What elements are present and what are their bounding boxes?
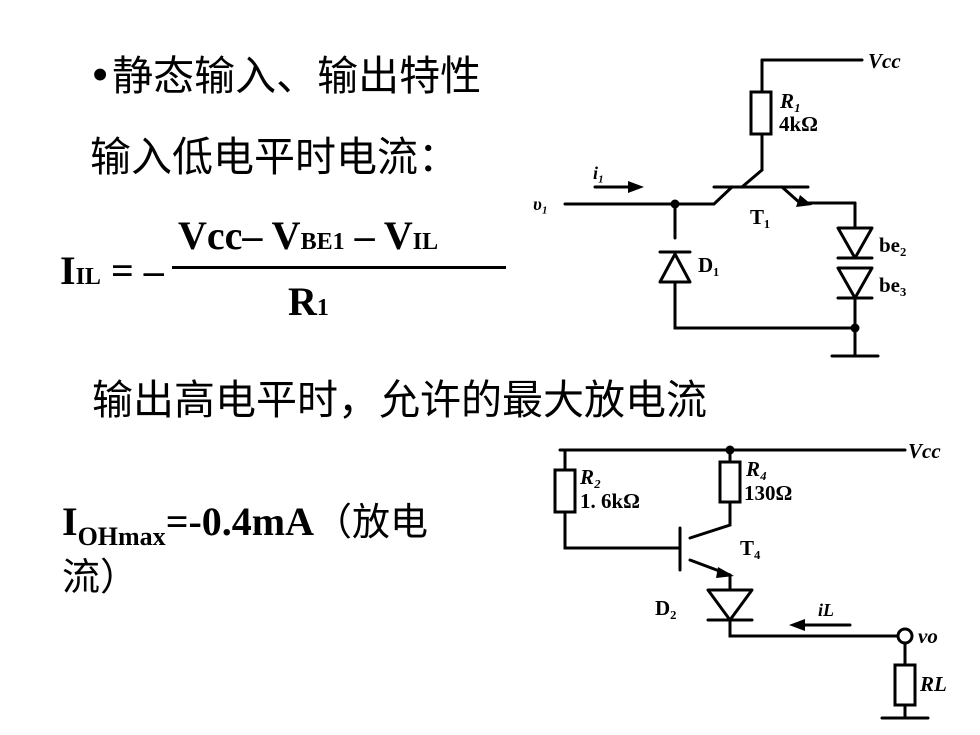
d1-ground-wire [673,280,857,330]
label-be2: be₂ [879,233,906,257]
label-rl: RL [919,672,947,696]
output-high-max-current: IOHmax=-0.4mA（放电流） [62,499,482,599]
diode-d2 [706,588,754,622]
label-vcc-1: Vcc [868,49,901,73]
i1-arrowhead [628,181,644,193]
resistor-rl [893,663,917,707]
formula-den-subscript: 1 [316,295,329,321]
label-r2: R₂ [579,465,601,489]
ioh-note: （放电流） [62,500,429,599]
label-r4-value: 130Ω [744,481,792,505]
fraction-bar [172,266,506,269]
node-ground-1 [850,323,860,333]
node-vcc-2 [725,445,735,455]
resistor-r2 [553,468,577,514]
label-v1: υ₁ [533,194,548,214]
label-be3: be₃ [879,273,906,297]
vo-terminal [896,627,914,645]
ioh-value: =-0.4mA [165,499,315,544]
label-t4: T₄ [740,536,761,560]
formula-lhs: IIL = – [60,247,164,294]
t4-emitter-arrow [716,567,734,578]
label-r2-value: 1. 6kΩ [580,489,640,513]
formula-num-b: – V [344,213,413,258]
label-vo: vo [918,624,938,648]
ioh-symbol: I [62,499,78,544]
resistor-r4 [718,460,742,504]
label-d2: D₂ [655,596,676,620]
formula-denominator: R1 [288,278,329,325]
formula-operator: = – [100,248,164,293]
formula-lhs-subscript: IL [75,264,101,290]
t1-emitter-arrow [796,195,812,207]
formula-num-sub1: BE1 [300,229,345,255]
t1-collector [740,168,764,189]
formula-den-symbol: R [288,279,317,324]
il-arrowhead [789,619,805,631]
label-t1: T₁ [750,205,770,229]
t4-collector [688,500,732,540]
diode-d1 [658,252,692,284]
resistor-r1 [749,90,773,136]
formula-num-a: Vcc– V [178,213,301,258]
label-d1: D₁ [698,253,719,277]
label-il: iL [818,600,834,620]
label-r1-value: 4kΩ [779,112,818,136]
diode-be2 [836,226,874,260]
node-input [670,199,680,209]
label-r4: R₄ [745,457,767,481]
heading-output-high-current: 输出高电平时，允许的最大放电流 [92,376,707,424]
input-wire [563,185,734,206]
r2-base-wire [563,510,682,550]
heading-input-low-current: 输入低电平时电流： [90,133,459,181]
formula-num-sub2: IL [412,229,439,255]
diode-be3 [836,266,874,300]
formula-numerator: Vcc– VBE1 – VIL [178,212,438,259]
label-r1: R₁ [779,89,801,113]
ioh-subscript: OHmax [77,522,166,551]
output-wire [728,618,900,638]
t1-emitter-wire [780,185,857,205]
heading-static-characteristics: •静态输入、输出特性 [88,52,482,100]
label-i1: i₁ [593,163,604,183]
formula-lhs-symbol: I [60,248,76,293]
label-vcc-2: Vcc [908,439,941,463]
circuit-1 [563,58,880,358]
